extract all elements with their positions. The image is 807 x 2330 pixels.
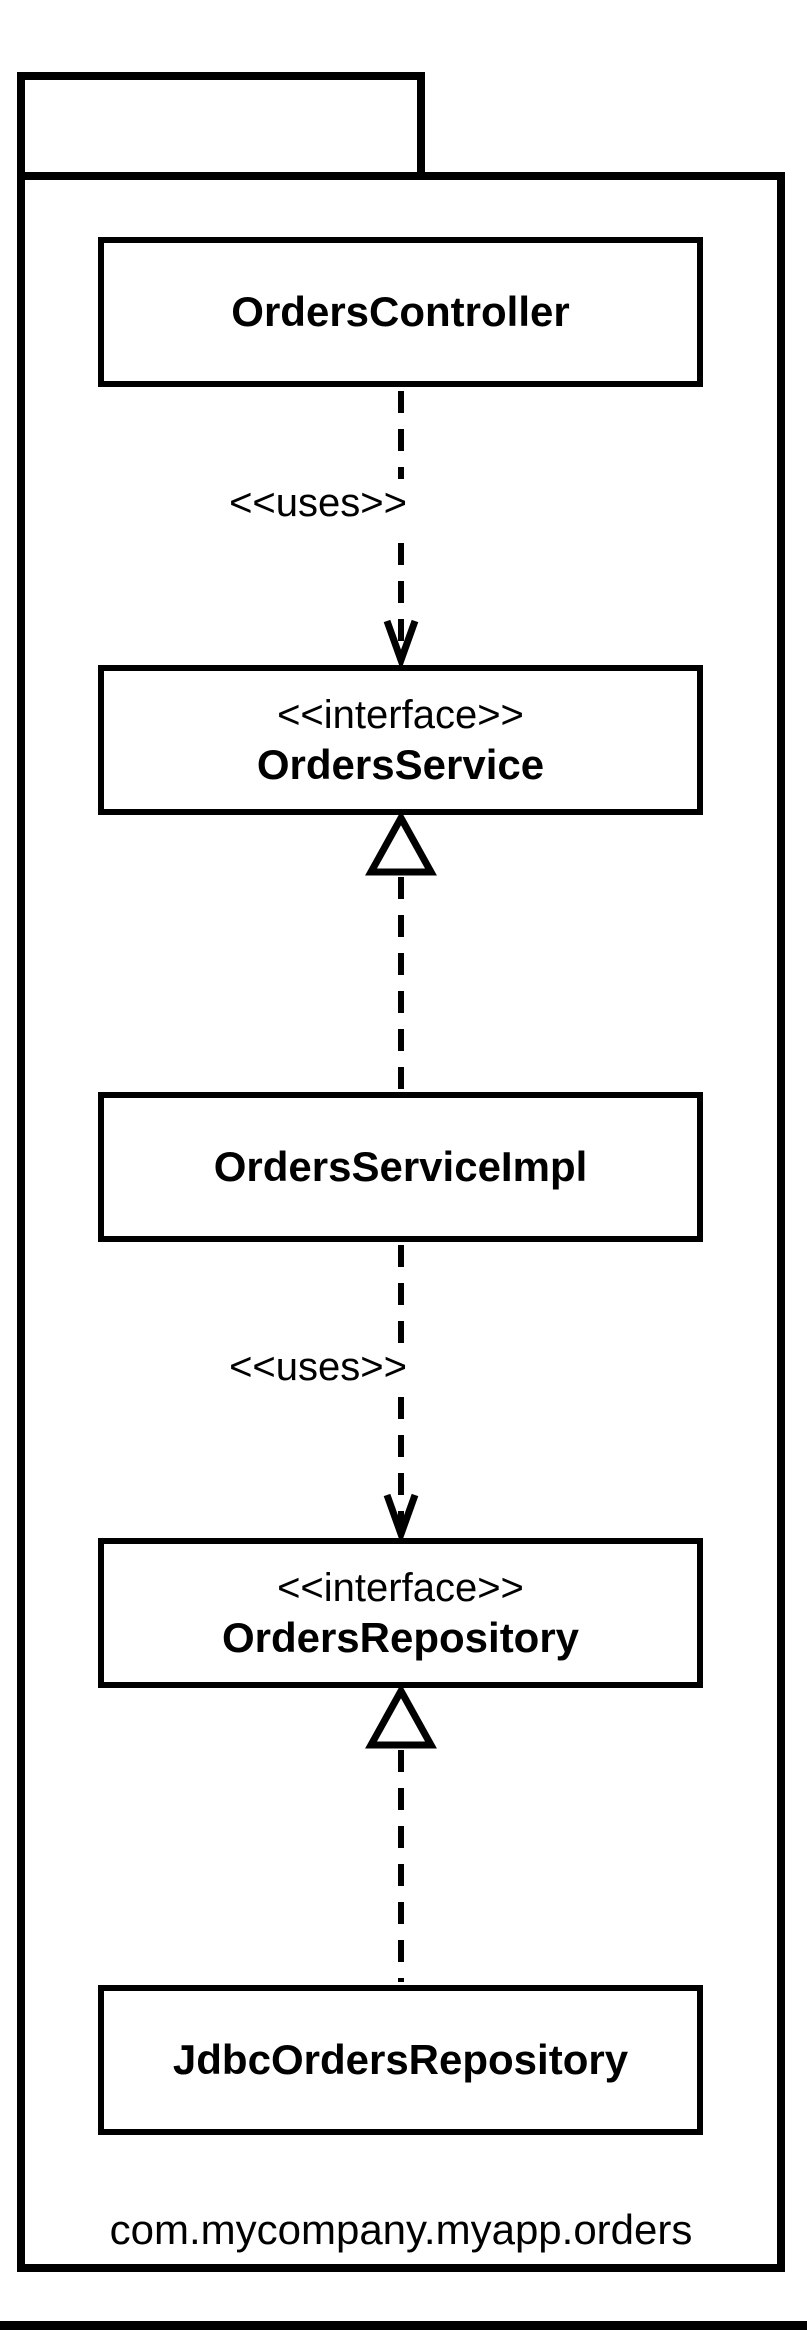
class-name: OrdersController: [231, 288, 570, 335]
class-name: OrdersRepository: [221, 1614, 580, 1661]
class-box-ordersserviceimpl: OrdersServiceImpl: [98, 1092, 703, 1242]
package-tab: [17, 72, 425, 172]
package-name-label: com.mycompany.myapp.orders: [109, 2206, 693, 2253]
bottom-edge-bar: [0, 2321, 807, 2330]
class-stereotype: <<interface>>: [277, 1566, 524, 1610]
class-box-orderscontroller: OrdersController: [98, 237, 703, 387]
class-stereotype: <<interface>>: [277, 693, 524, 737]
class-name: OrdersService: [256, 741, 545, 788]
uses-label-impl-repository: <<uses>>: [225, 1343, 407, 1391]
class-box-jdbcordersrepository: JdbcOrdersRepository: [98, 1985, 703, 2135]
class-box-ordersservice: <<interface>> OrdersService: [98, 665, 703, 815]
class-box-ordersrepository: <<interface>> OrdersRepository: [98, 1538, 703, 1688]
class-name: OrdersServiceImpl: [213, 1143, 588, 1190]
uses-label-controller-service: <<uses>>: [225, 479, 407, 527]
class-name: JdbcOrdersRepository: [172, 2036, 629, 2083]
